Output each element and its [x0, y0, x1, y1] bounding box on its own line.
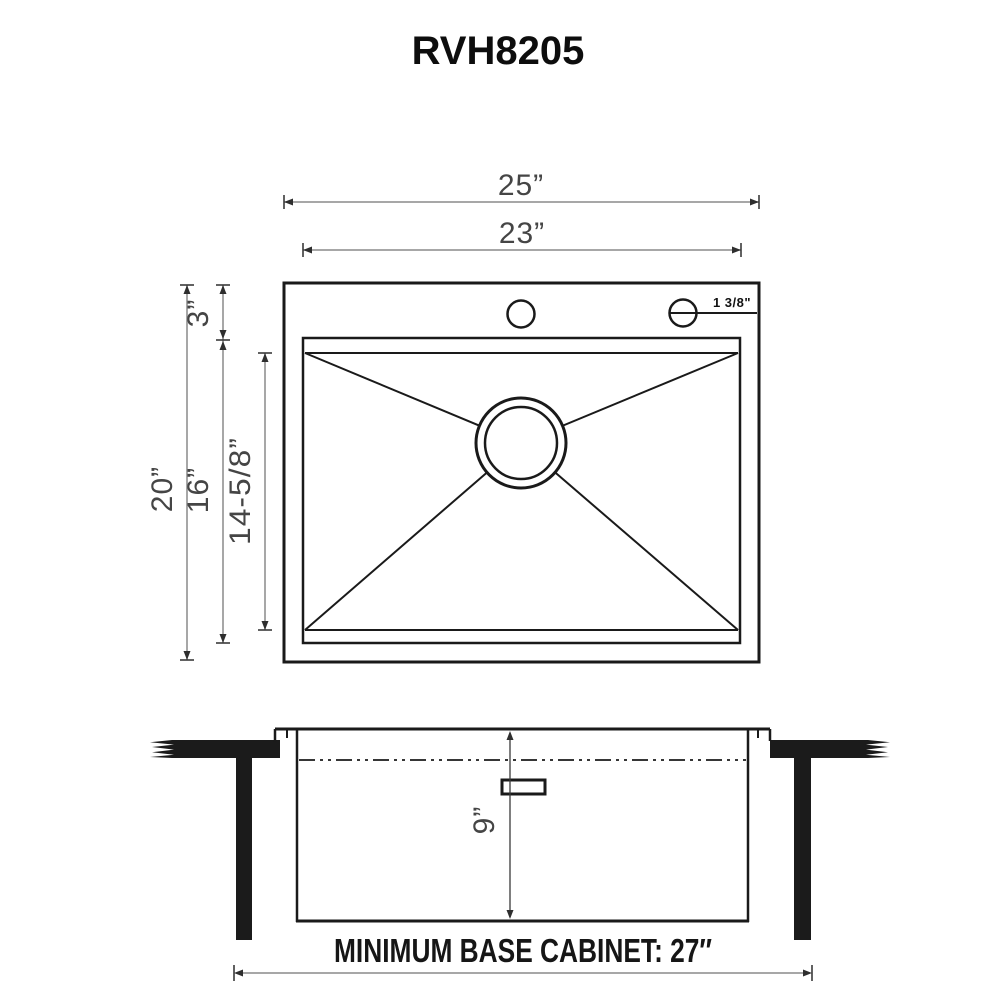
side-view: 9” MINIMUM BASE CABINET: 27″ [150, 727, 890, 981]
countertop-right [770, 740, 890, 758]
dim-offset-and-height-inner: 3” 16” [182, 284, 230, 644]
faucet-hole [506, 299, 536, 329]
dim-arrow [219, 634, 227, 643]
top-view: 25” 23” 20” [146, 169, 761, 664]
dim-arrow [261, 353, 269, 362]
dim-bowl-depth-topview: 14-5/8” [224, 352, 272, 631]
dim-height-inner-label: 16” [182, 467, 215, 513]
dim-width-inner: 23” [302, 217, 742, 257]
dim-arrow [183, 651, 191, 660]
drain-inner-circle [483, 405, 559, 481]
dim-arrow [234, 969, 243, 977]
dim-width-outer: 25” [283, 169, 760, 209]
dim-width-inner-label: 23” [499, 217, 545, 250]
dim-arrow [219, 330, 227, 339]
dim-arrow [803, 969, 812, 977]
dim-arrow [303, 246, 312, 254]
countertop-left [150, 740, 280, 758]
dim-arrow [284, 198, 293, 206]
dim-height-outer-label: 20” [146, 466, 179, 512]
bowl-diagonal [520, 442, 739, 631]
dim-bowl-depth-label: 14-5/8” [224, 437, 257, 545]
dim-arrow [219, 341, 227, 350]
dim-top-offset-label: 3” [182, 299, 215, 328]
dim-arrow [183, 285, 191, 294]
dim-bowl-depth-sideview: 9” [468, 731, 514, 919]
dim-height-outer: 20” [146, 284, 194, 661]
dim-arrow [750, 198, 759, 206]
dim-arrow [732, 246, 741, 254]
sink-bowl-rect [301, 336, 742, 645]
sink-outer-rim [282, 281, 761, 664]
dim-arrow [506, 731, 514, 740]
base-cabinet-note: MINIMUM BASE CABINET: 27″ [334, 932, 712, 969]
dim-width-outer-label: 25” [498, 169, 544, 202]
dim-arrow [506, 910, 514, 919]
accessory-hole-callout: 1 3/8" [668, 295, 757, 328]
model-number-title: RVH8205 [412, 29, 585, 73]
cabinet-panel-right [794, 757, 811, 940]
drain-fitting [500, 778, 547, 796]
bowl-diagonal [304, 442, 522, 631]
dim-arrow [219, 285, 227, 294]
dim-depth-label: 9” [468, 806, 501, 835]
hole-diameter-label: 1 3/8" [713, 295, 751, 310]
dim-base-cabinet [233, 965, 813, 981]
cabinet-panel-left [236, 758, 252, 940]
dim-arrow [261, 621, 269, 630]
